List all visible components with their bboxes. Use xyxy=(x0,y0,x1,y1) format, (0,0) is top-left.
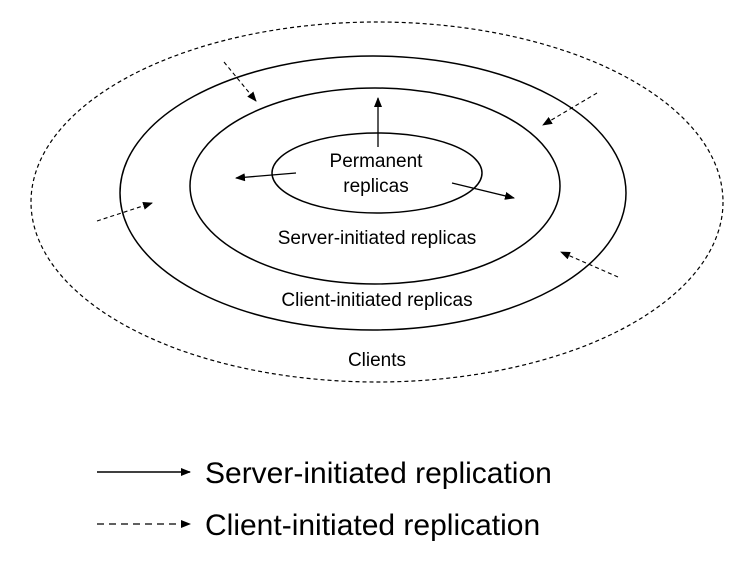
permanent-replicas-label-line2: replicas xyxy=(343,176,408,197)
client-initiated-arrow-left xyxy=(96,201,153,222)
legend-client-initiated-label: Client-initiated replication xyxy=(205,509,540,542)
client-initiated-arrow-top-left xyxy=(223,61,257,102)
clients-ring xyxy=(30,21,724,383)
permanent-replicas-ring xyxy=(271,132,483,214)
server-initiated-replicas-ring xyxy=(189,87,561,285)
server-initiated-arrow-left xyxy=(235,172,297,182)
legend-server-initiated-label: Server-initiated replication xyxy=(205,457,552,490)
client-initiated-replicas-label: Client-initiated replicas xyxy=(281,290,472,311)
permanent-replicas-label-line1: Permanent xyxy=(330,151,424,172)
legend: Server-initiated replication Client-init… xyxy=(97,457,552,542)
client-initiated-replicas-ring xyxy=(119,55,627,331)
server-initiated-arrow-right xyxy=(451,182,515,200)
client-initiated-arrow-right xyxy=(560,251,619,278)
clients-label: Clients xyxy=(348,350,406,371)
server-initiated-replicas-label: Server-initiated replicas xyxy=(278,228,477,249)
client-initiated-arrow-top-right xyxy=(542,92,598,126)
